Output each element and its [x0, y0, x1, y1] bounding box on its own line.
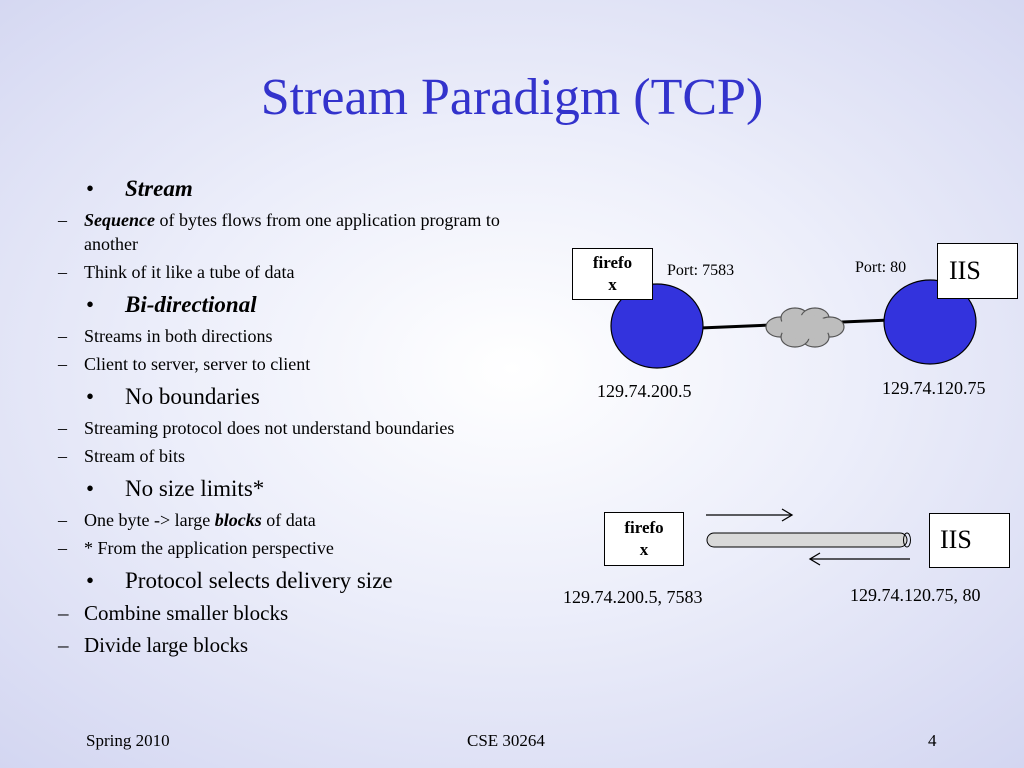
bullet-no-size-limits: • No size limits*: [86, 474, 506, 504]
bullet-label: No boundaries: [125, 384, 260, 409]
bullet-dot: •: [86, 384, 95, 409]
bullet-dot: •: [86, 476, 95, 501]
client-app-box: firefo x: [604, 512, 684, 566]
server-app-box: IIS: [937, 243, 1018, 299]
bullet-stream: • Stream: [86, 174, 506, 204]
bullet-label: Stream: [125, 176, 193, 201]
arrow-left-icon: [808, 552, 910, 566]
client-app-box: firefo x: [572, 248, 653, 300]
arrow-right-icon: [706, 508, 794, 522]
server-address-label: 129.74.120.75, 80: [850, 585, 981, 605]
network-cloud-icon: [765, 307, 845, 348]
sub-bullet: – Think of it like a tube of data: [58, 262, 295, 282]
emphasis-text: blocks: [214, 510, 262, 530]
sub-bullet: – Stream of bits: [58, 446, 185, 466]
server-app-box: IIS: [929, 513, 1010, 568]
sub-bullet: – Combine smaller blocks: [58, 601, 289, 625]
server-port-label: Port: 80: [855, 259, 907, 276]
client-address-label: 129.74.200.5, 7583: [563, 587, 703, 607]
client-port-label: Port: 7583: [667, 262, 735, 279]
footer-center: CSE 30264: [467, 731, 545, 750]
footer-page-number: 4: [928, 731, 937, 750]
server-ip-label: 129.74.120.75: [882, 378, 986, 398]
footer-left: Spring 2010: [86, 731, 170, 750]
bullet-label: Protocol selects delivery size: [125, 568, 393, 593]
data-tube-icon: [706, 532, 911, 548]
bullet-dot: •: [86, 176, 95, 201]
server-node-icon: [883, 279, 977, 365]
sub-bullet: – * From the application perspective: [58, 538, 334, 558]
bullet-delivery-size: • Protocol selects delivery size: [86, 566, 506, 596]
bullet-dot: •: [86, 568, 95, 593]
sub-bullet: – One byte -> large blocks of data: [58, 510, 316, 530]
client-ip-label: 129.74.200.5: [597, 381, 692, 401]
bullet-no-boundaries: • No boundaries: [86, 382, 506, 412]
bullet-list: • Stream – Sequence of bytes flows from …: [58, 174, 506, 660]
bullet-bidirectional: • Bi-directional: [86, 290, 506, 320]
emphasis-text: Sequence: [84, 210, 155, 230]
bullet-label: Bi-directional: [125, 292, 257, 317]
sub-bullet: – Client to server, server to client: [58, 354, 311, 374]
slide-title: Stream Paradigm (TCP): [260, 69, 764, 126]
sub-bullet: – Streaming protocol does not understand…: [58, 418, 455, 438]
sub-bullet: – Streams in both directions: [58, 326, 273, 346]
bullet-dot: •: [86, 292, 95, 317]
sub-bullet: – Divide large blocks: [58, 633, 249, 657]
bullet-label: No size limits*: [125, 476, 265, 501]
sub-bullet: – Sequence of bytes flows from one appli…: [58, 210, 500, 254]
client-node-icon: [610, 283, 704, 369]
